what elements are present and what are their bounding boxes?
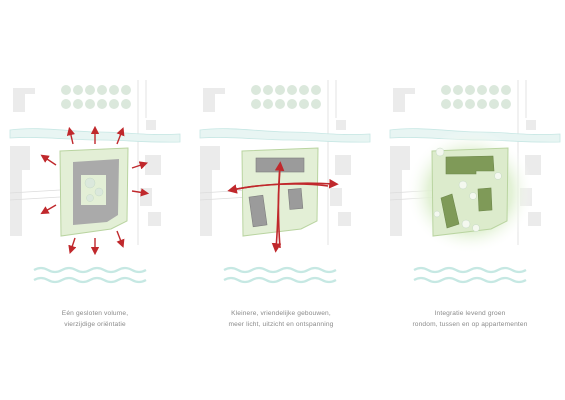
caption-closed-volume: Eén gesloten volume, vierzijdige oriënta… (15, 309, 175, 330)
wave-icon (33, 266, 147, 284)
caption-line: Kleinere, vriendelijke gebouwen, (231, 310, 331, 317)
outward-arrow-icon (40, 125, 150, 256)
wave-icon (413, 266, 527, 284)
courtyard-trees (84, 177, 104, 202)
tree-row (61, 85, 131, 109)
panel-integration (389, 80, 561, 284)
wave-icon (223, 266, 337, 284)
cross-arrow-icon (227, 161, 339, 253)
river (199, 128, 371, 143)
caption-integration: Integratie levend groen rondom, tussen e… (390, 309, 550, 330)
green-buildings (440, 155, 495, 229)
caption-line: Eén gesloten volume, (61, 310, 129, 317)
roads (9, 80, 147, 245)
panel-closed-volume (9, 80, 181, 284)
caption-line: meer licht, uitzicht en ontspanning (228, 320, 334, 328)
caption-line: Integratie levend groen (434, 310, 506, 317)
tree-row (251, 85, 321, 109)
caption-smaller-buildings: Kleinere, vriendelijke gebouwen, meer li… (201, 309, 361, 330)
caption-line: rondom, tussen en op appartementen (412, 320, 528, 328)
tree-row (441, 85, 511, 109)
roads (199, 80, 337, 245)
small-buildings (248, 157, 305, 228)
context-buildings (200, 88, 351, 236)
caption-line: vierzijdige oriëntatie (64, 320, 126, 328)
tree-icon (433, 147, 502, 232)
closed-building (73, 159, 119, 225)
panel-smaller-buildings (199, 80, 371, 284)
